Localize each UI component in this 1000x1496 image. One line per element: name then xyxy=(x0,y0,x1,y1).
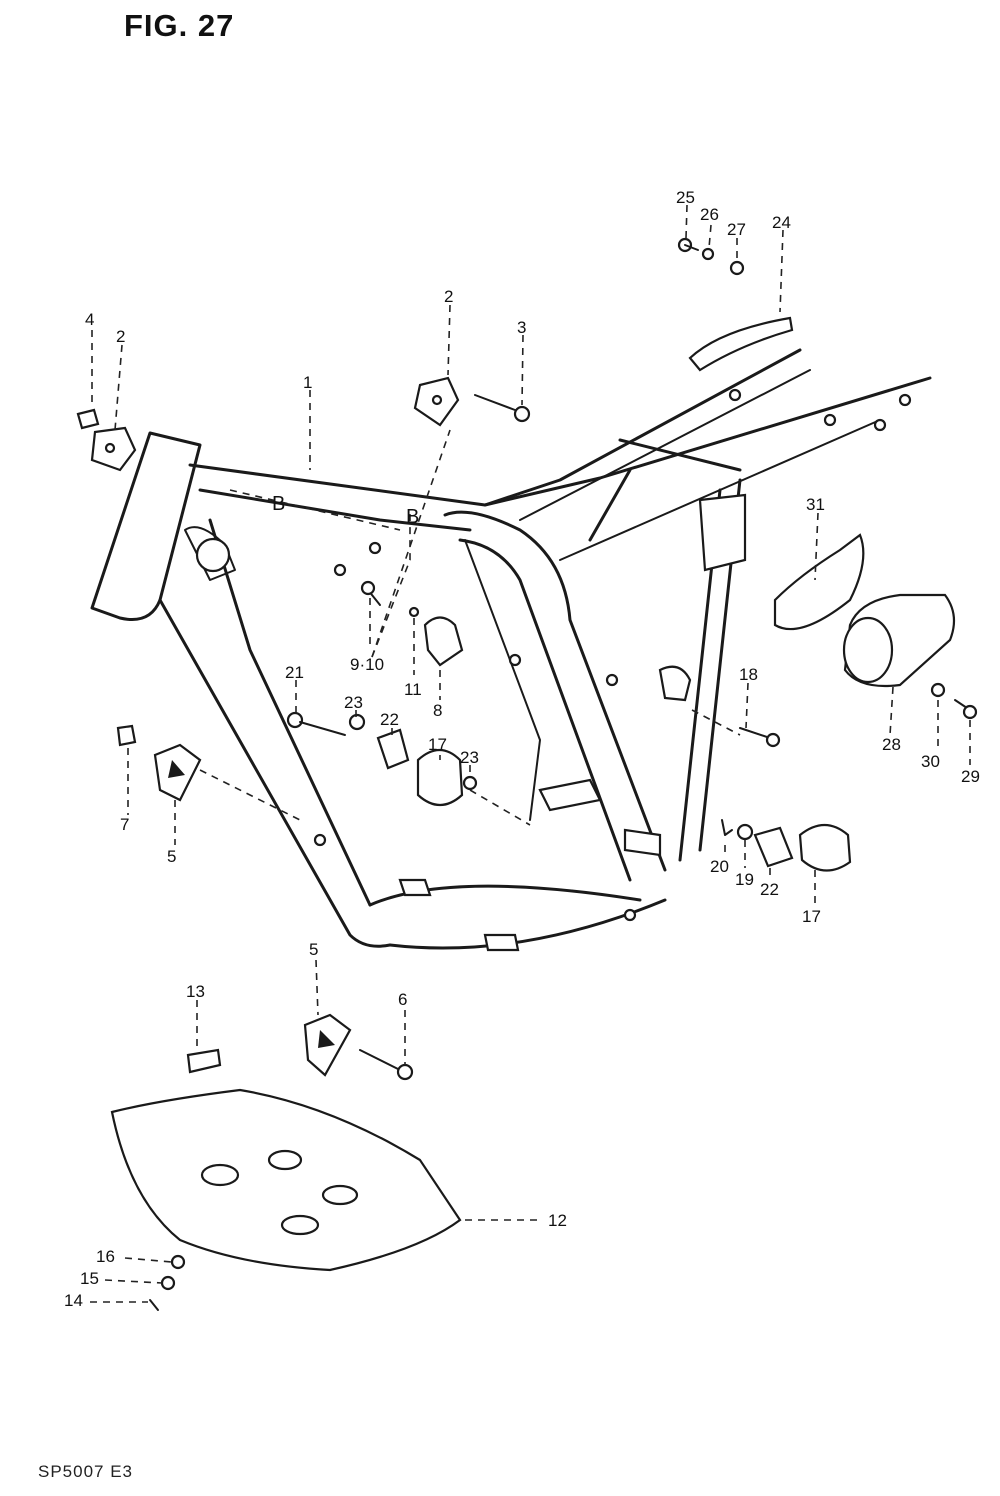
frame-mark-b-right: B xyxy=(406,506,419,528)
callout-1: 1 xyxy=(303,373,312,392)
callout-30: 30 xyxy=(921,752,940,771)
callout-2-left: 2 xyxy=(116,327,125,346)
loose-parts xyxy=(76,237,978,1311)
callout-26: 26 xyxy=(700,205,719,224)
callout-17-left: 17 xyxy=(428,735,447,754)
callout-6: 6 xyxy=(398,990,407,1009)
callout-14: 14 xyxy=(64,1291,83,1310)
callout-22-right: 22 xyxy=(760,880,779,899)
callout-5-lower: 5 xyxy=(309,940,318,959)
callout-22-left: 22 xyxy=(380,710,399,729)
callout-25: 25 xyxy=(676,188,695,207)
drawing-code: SP5007 E3 xyxy=(38,1462,134,1481)
frame-mark-b-left: B xyxy=(272,493,285,515)
callout-23-right: 23 xyxy=(460,748,479,767)
callout-19: 19 xyxy=(735,870,754,889)
frame-section-marks: B B xyxy=(229,429,451,658)
callout-7: 7 xyxy=(120,815,129,834)
callout-2-top: 2 xyxy=(444,287,453,306)
callout-29: 29 xyxy=(961,767,980,786)
callout-28: 28 xyxy=(882,735,901,754)
callout-12: 12 xyxy=(548,1211,567,1230)
callout-18: 18 xyxy=(739,665,758,684)
callout-15: 15 xyxy=(80,1269,99,1288)
callout-8: 8 xyxy=(433,701,442,720)
callout-20: 20 xyxy=(710,857,729,876)
callout-4: 4 xyxy=(85,310,94,329)
callout-13: 13 xyxy=(186,982,205,1001)
callout-17-right: 17 xyxy=(802,907,821,926)
callout-24: 24 xyxy=(772,213,791,232)
callout-11: 11 xyxy=(404,680,422,699)
callout-3: 3 xyxy=(517,318,526,337)
callout-labels: 4 2 2 3 1 25 26 27 24 31 28 30 29 18 9·1… xyxy=(64,188,980,1310)
callout-5-left: 5 xyxy=(167,847,176,866)
leader-lines xyxy=(90,204,971,1303)
motorcycle-frame xyxy=(90,348,932,952)
figure-title: FIG. 27 xyxy=(124,8,235,43)
callout-27: 27 xyxy=(727,220,746,239)
callout-31: 31 xyxy=(806,495,825,514)
callout-16: 16 xyxy=(96,1247,115,1266)
callout-23-left: 23 xyxy=(344,693,363,712)
callout-21: 21 xyxy=(285,663,304,682)
callout-9-10: 9·10 xyxy=(350,655,384,674)
